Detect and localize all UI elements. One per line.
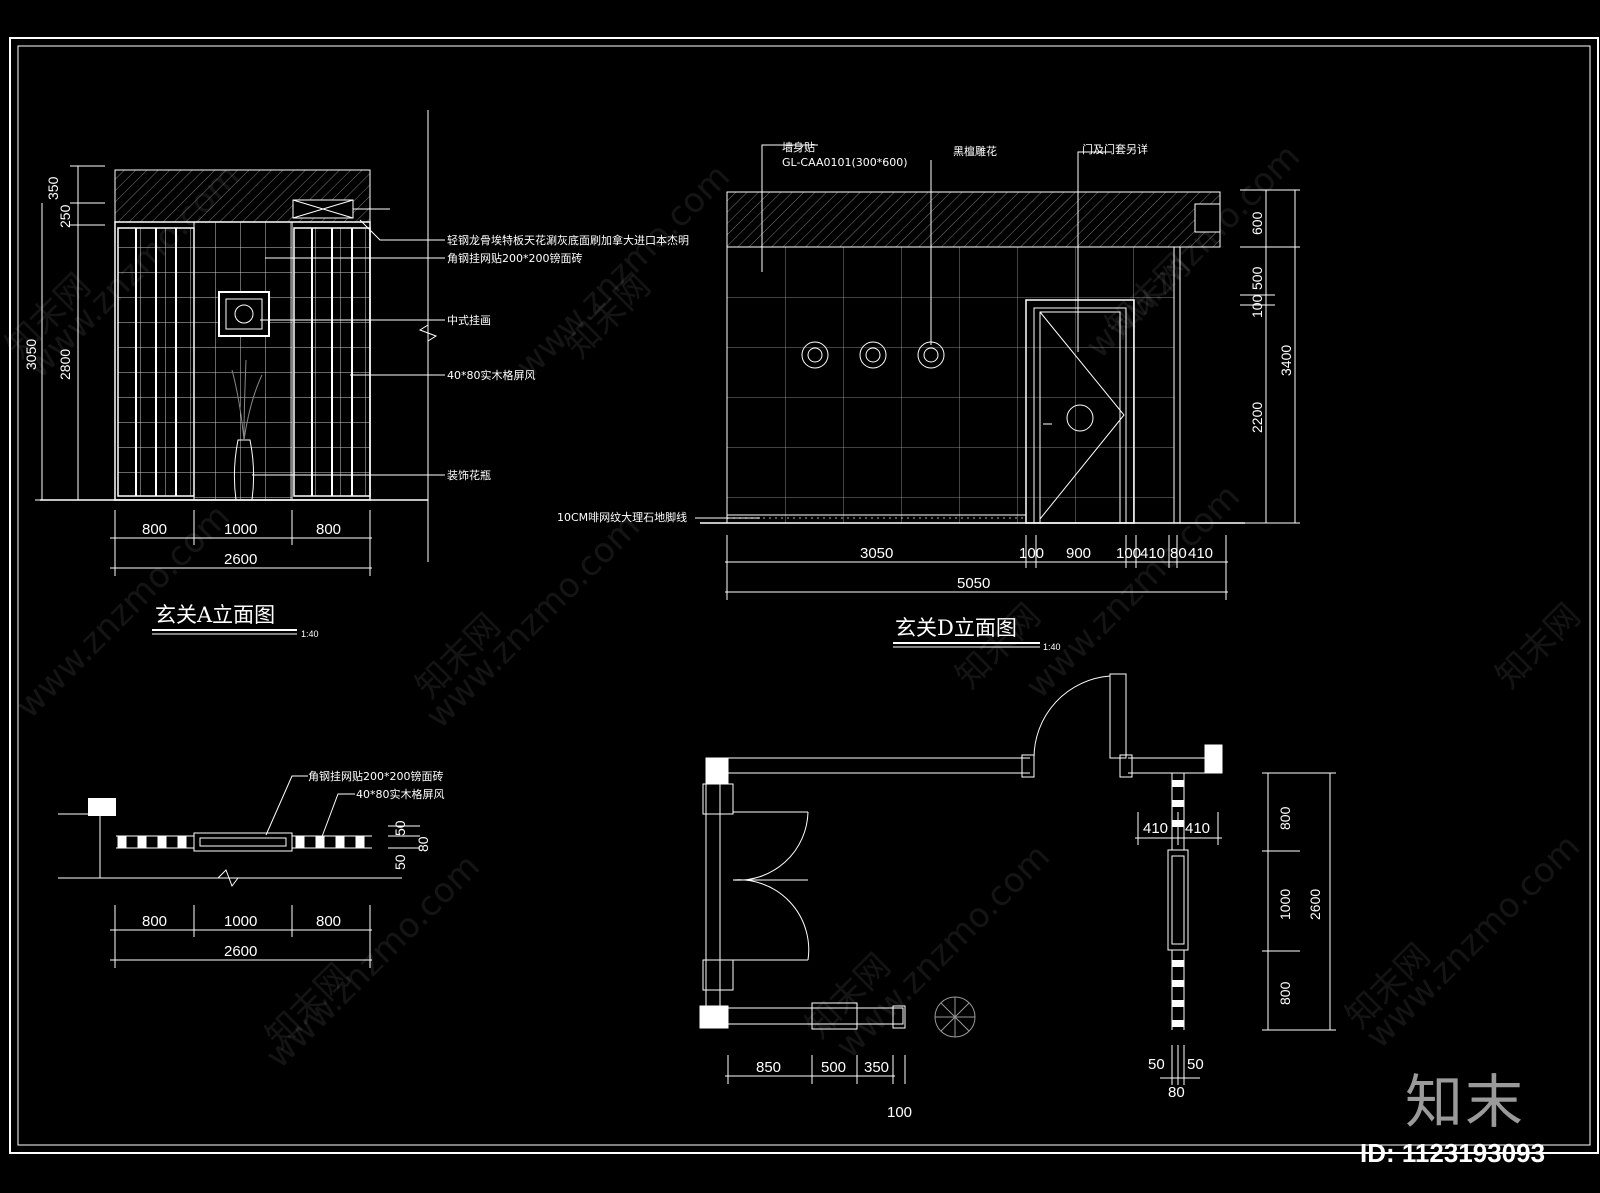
chinese-painting — [218, 291, 270, 337]
svg-text:1000: 1000 — [224, 913, 257, 930]
elevation-d: 墙身贴 GL-CAA0101(300*600) 黑檀雕花 门及门套另详 10CM… — [557, 140, 1300, 652]
svg-text:500: 500 — [821, 1059, 846, 1076]
note-carving: 黑檀雕花 — [953, 144, 997, 158]
svg-text:350: 350 — [864, 1059, 889, 1076]
svg-text:2600: 2600 — [224, 551, 257, 568]
svg-text:800: 800 — [142, 913, 167, 930]
svg-text:410: 410 — [1143, 820, 1168, 837]
svg-text:100: 100 — [887, 1104, 912, 1121]
svg-text:2600: 2600 — [1307, 889, 1323, 920]
svg-text:知末网: 知末网 — [1488, 596, 1588, 696]
svg-text:800: 800 — [316, 913, 341, 930]
svg-text:350: 350 — [45, 176, 61, 200]
image-id-label: ID: 1123193093 — [1360, 1138, 1546, 1168]
svg-text:900: 900 — [1066, 545, 1091, 562]
elevation-d-title: 玄关D立面图 — [895, 616, 1017, 640]
svg-text:3400: 3400 — [1278, 345, 1294, 376]
wall-tiles-d — [726, 246, 1175, 524]
svg-text:2600: 2600 — [224, 943, 257, 960]
svg-text:800: 800 — [1277, 981, 1293, 1005]
plan-a-note-screen: 40*80实木格屏风 — [356, 787, 445, 801]
svg-text:80: 80 — [1168, 1084, 1185, 1101]
note-screen: 40*80实木格屏风 — [447, 368, 536, 382]
plant-plan-symbol — [934, 996, 976, 1038]
svg-text:50: 50 — [392, 820, 408, 836]
note-wallpaper: 墙身贴 — [782, 140, 815, 154]
note-tile: 角钢挂网贴200*200镑面砖 — [447, 251, 583, 265]
svg-text:www.znzmo.com: www.znzmo.com — [1358, 826, 1588, 1056]
svg-text:50: 50 — [392, 854, 408, 870]
svg-text:50: 50 — [1148, 1056, 1165, 1073]
ceiling-hatch-d — [726, 191, 1221, 248]
svg-text:80: 80 — [1170, 545, 1187, 562]
elevation-a-vertical-dims — [35, 165, 105, 501]
svg-text:3050: 3050 — [23, 339, 39, 370]
svg-text:1000: 1000 — [1277, 889, 1293, 920]
elevation-a-horizontal-dims — [110, 510, 372, 576]
svg-text:1000: 1000 — [224, 521, 257, 538]
tile-wall — [193, 221, 293, 501]
svg-text:100: 100 — [1019, 545, 1044, 562]
note-door: 门及门套另详 — [1082, 142, 1148, 156]
svg-text:850: 850 — [756, 1059, 781, 1076]
plan-a: 角钢挂网贴200*200镑面砖 40*80实木格屏风 50 50 80 800 … — [58, 769, 445, 968]
svg-text:410: 410 — [1188, 545, 1213, 562]
svg-text:3050: 3050 — [860, 545, 893, 562]
plan-d — [699, 673, 1223, 1038]
svg-text:100: 100 — [1116, 545, 1141, 562]
door-swing-arc-1 — [732, 811, 809, 881]
note-painting: 中式挂画 — [447, 313, 491, 327]
site-logo: 知末 — [1405, 1068, 1526, 1136]
svg-text:www.znzmo.com: www.znzmo.com — [418, 506, 648, 736]
svg-text:800: 800 — [1277, 806, 1293, 830]
svg-text:1:40: 1:40 — [301, 629, 319, 639]
svg-text:410: 410 — [1185, 820, 1210, 837]
svg-text:80: 80 — [415, 836, 431, 852]
note-vase: 装饰花瓶 — [447, 468, 491, 482]
elevation-a-title: 玄关A立面图 — [155, 603, 275, 627]
elevation-a: 350 250 2800 3050 800 1000 800 2600 轻钢龙骨… — [23, 110, 689, 639]
svg-text:800: 800 — [142, 521, 167, 538]
svg-text:100: 100 — [1249, 294, 1265, 318]
sheet-border-inner — [17, 45, 1591, 1146]
svg-text:1:40: 1:40 — [1043, 642, 1061, 652]
sheet-border-outer — [9, 37, 1599, 1154]
svg-text:800: 800 — [316, 521, 341, 538]
carving-ornaments — [801, 341, 945, 369]
wood-screen-left — [117, 227, 195, 497]
svg-text:410: 410 — [1140, 545, 1165, 562]
svg-text:2200: 2200 — [1249, 402, 1265, 433]
note-wallpaper-code: GL-CAA0101(300*600) — [782, 156, 908, 169]
svg-text:www.znzmo.com: www.znzmo.com — [508, 156, 738, 386]
svg-text:600: 600 — [1249, 211, 1265, 235]
svg-text:250: 250 — [57, 204, 73, 228]
note-ceiling: 轻钢龙骨埃特板天花涮灰底面刷加拿大进口本杰明 — [447, 233, 689, 247]
svg-text:50: 50 — [1187, 1056, 1204, 1073]
screen-plan-strip — [116, 832, 372, 852]
svg-text:5050: 5050 — [957, 575, 990, 592]
note-skirting: 10CM啡网纹大理石地脚线 — [557, 510, 687, 524]
plan-a-note-tile: 角钢挂网贴200*200镑面砖 — [308, 769, 444, 783]
svg-text:500: 500 — [1249, 266, 1265, 290]
skirting — [726, 514, 1027, 524]
door-swing-arc-top — [1033, 675, 1111, 759]
door-swing-arc-2 — [732, 879, 810, 961]
wood-screen-right — [293, 227, 371, 497]
plan-d-dims: 410 410 800 1000 800 2600 850 500 350 10… — [725, 772, 1336, 1121]
svg-text:2800: 2800 — [57, 349, 73, 380]
svg-text:www.znzmo.com: www.znzmo.com — [828, 836, 1058, 1066]
